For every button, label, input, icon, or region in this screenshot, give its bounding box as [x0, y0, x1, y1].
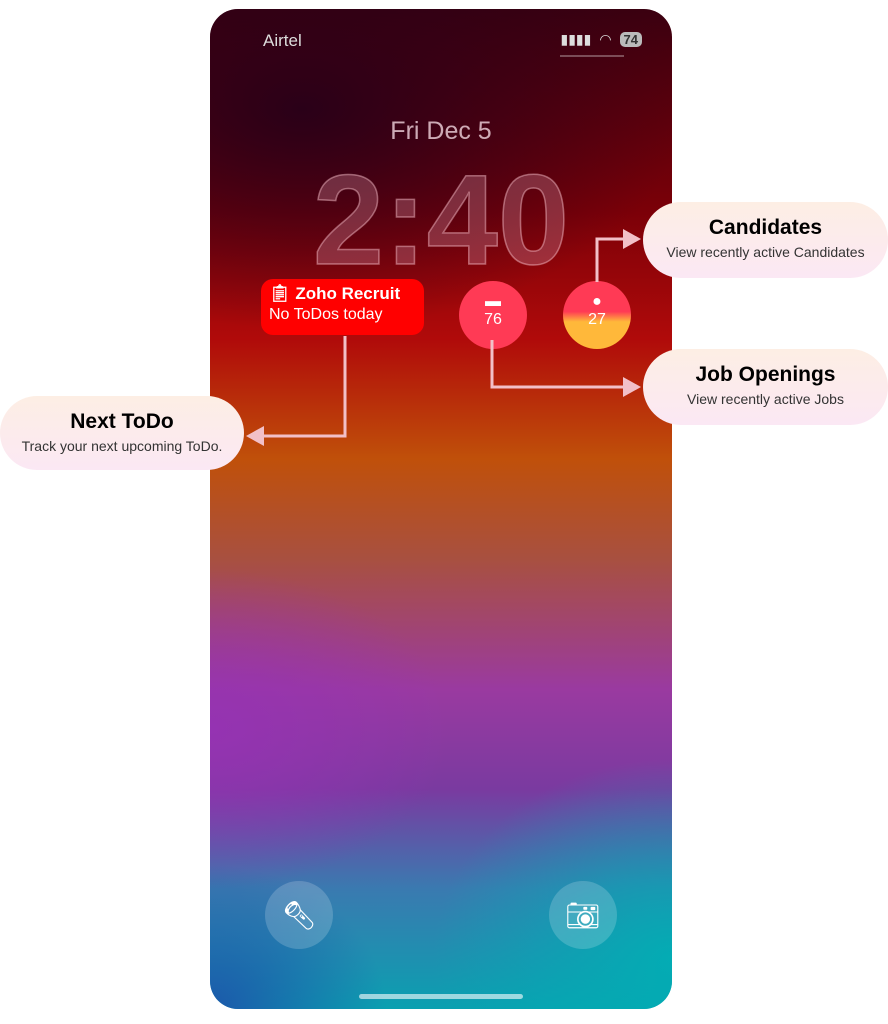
job-openings-callout: Job Openings View recently active Jobs — [643, 349, 888, 425]
home-indicator[interactable] — [359, 994, 523, 999]
person-icon: ● — [592, 293, 602, 310]
wifi-icon: ◠ — [599, 31, 612, 47]
flashlight-icon: 🔦︎ — [281, 899, 317, 931]
job-openings-count: 76 — [484, 311, 502, 328]
signal-icon: ▮▮▮▮ — [560, 31, 592, 47]
todo-widget-status: No ToDos today — [269, 306, 383, 323]
todo-widget-title: Zoho Recruit — [295, 284, 401, 303]
candidates-count: 27 — [588, 311, 606, 328]
callout-desc: View recently active Candidates — [666, 244, 865, 260]
status-indicator — [560, 55, 624, 57]
clipboard-icon: 📋︎ — [269, 284, 296, 303]
callout-desc: View recently active Jobs — [687, 391, 844, 407]
lock-screen: Airtel ▮▮▮▮ ◠ 74 Fri Dec 5 2:40 📋︎ Zoho … — [210, 9, 672, 1009]
carrier: Airtel — [263, 31, 302, 50]
callout-title: Job Openings — [695, 363, 836, 386]
camera-button[interactable]: 📷︎ — [549, 881, 617, 949]
camera-icon: 📷︎ — [565, 899, 601, 931]
job-openings-widget[interactable]: ▬ 76 — [459, 281, 527, 349]
callout-title: Next ToDo — [70, 410, 174, 433]
lock-time: 2:40 — [312, 148, 570, 293]
status-icons: ▮▮▮▮ ◠ 74 — [560, 31, 642, 48]
briefcase-icon: ▬ — [485, 293, 501, 310]
callout-title: Candidates — [708, 216, 823, 239]
callout-desc: Track your next upcoming ToDo. — [21, 438, 223, 454]
lock-date: Fri Dec 5 — [390, 117, 492, 145]
battery-icon: 74 — [619, 32, 642, 47]
flashlight-button[interactable]: 🔦︎ — [265, 881, 333, 949]
candidates-callout: Candidates View recently active Candidat… — [643, 202, 888, 278]
todo-widget[interactable]: 📋︎ Zoho Recruit No ToDos today — [261, 279, 424, 335]
next-todo-callout: Next ToDo Track your next upcoming ToDo. — [0, 396, 244, 470]
candidates-widget[interactable]: ● 27 — [563, 281, 631, 349]
